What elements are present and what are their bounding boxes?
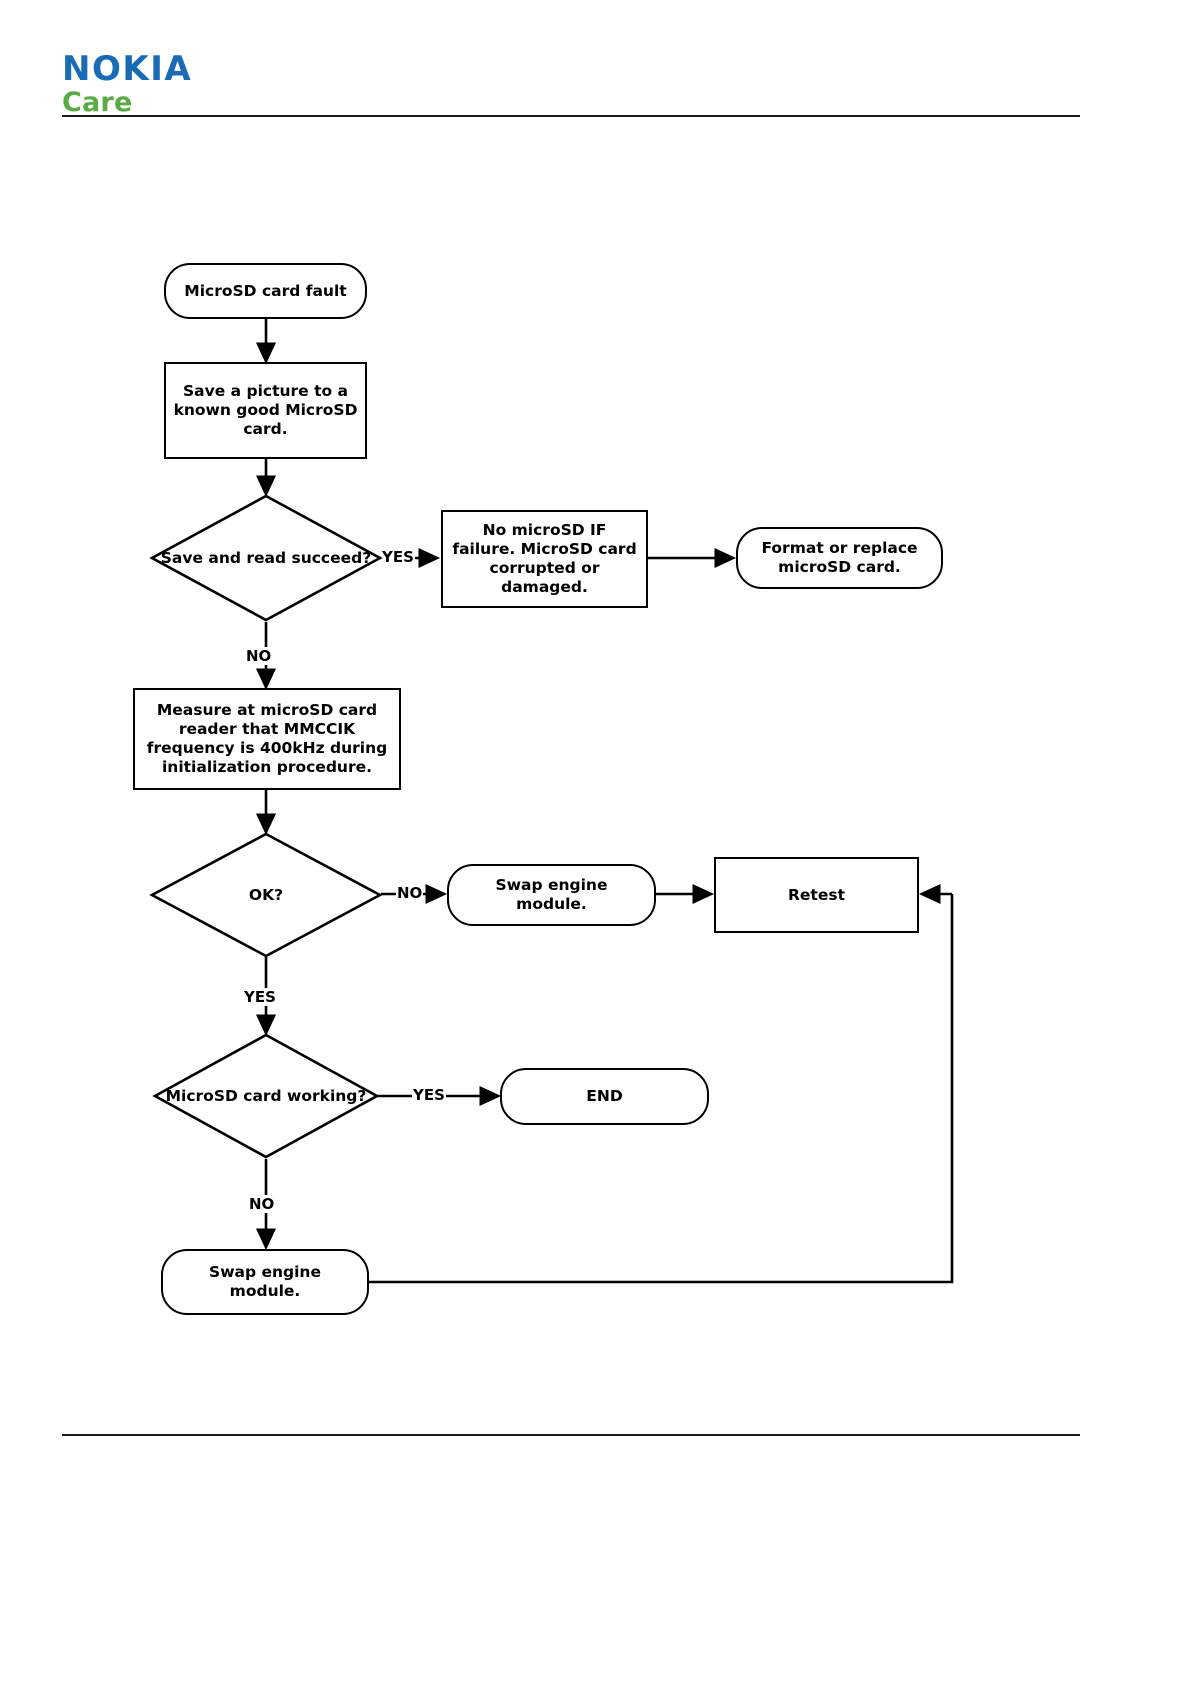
- brand-nokia-text: NOKIA: [62, 49, 193, 89]
- node-swap-engine-module-top[interactable]: Swap engine module.: [447, 864, 656, 926]
- diamond-shape: [149, 832, 383, 958]
- node-no-microsd-if-failure[interactable]: No microSD IF failure. MicroSD card corr…: [441, 510, 648, 608]
- node-label: Measure at microSD card reader that MMCC…: [146, 701, 388, 776]
- node-label: Format or replace microSD card.: [761, 539, 918, 576]
- footer-divider: [62, 1434, 1080, 1436]
- node-label: Save a picture to a known good MicroSD c…: [173, 382, 358, 438]
- node-decision-microsd-card-working[interactable]: MicroSD card working?: [152, 1033, 380, 1159]
- node-start-microsd-card-fault[interactable]: MicroSD card fault: [164, 263, 367, 319]
- node-swap-engine-module-bottom[interactable]: Swap engine module.: [161, 1249, 369, 1315]
- diamond-shape: [149, 494, 383, 622]
- node-decision-save-and-read-succeed[interactable]: Save and read succeed?: [149, 494, 383, 622]
- header-divider: [62, 115, 1080, 117]
- node-label: Retest: [787, 885, 845, 904]
- edge-label-ok-yes: YES: [243, 988, 277, 1006]
- edge-label-ok-no: NO: [396, 884, 424, 902]
- node-retest[interactable]: Retest: [714, 857, 919, 933]
- edge-label-working-no: NO: [248, 1195, 276, 1213]
- node-measure-mmccik-frequency[interactable]: Measure at microSD card reader that MMCC…: [133, 688, 401, 790]
- diamond-shape: [152, 1033, 380, 1159]
- edge-label-save-read-yes: YES: [381, 548, 415, 566]
- nokia-care-logo: NOKIA Care: [62, 52, 192, 116]
- node-save-picture[interactable]: Save a picture to a known good MicroSD c…: [164, 362, 367, 459]
- edge-label-working-yes: YES: [412, 1086, 446, 1104]
- node-label: No microSD IF failure. MicroSD card corr…: [452, 521, 637, 596]
- node-label: MicroSD card fault: [184, 281, 347, 300]
- node-end[interactable]: END: [500, 1068, 709, 1125]
- node-format-or-replace-card[interactable]: Format or replace microSD card.: [736, 527, 943, 589]
- brand-care-text: Care: [62, 87, 133, 118]
- node-label: Swap engine module.: [495, 876, 608, 913]
- node-decision-ok[interactable]: OK?: [149, 832, 383, 958]
- edge-label-save-read-no: NO: [245, 647, 273, 665]
- node-label: Swap engine module.: [209, 1263, 321, 1300]
- node-label: END: [586, 1087, 623, 1106]
